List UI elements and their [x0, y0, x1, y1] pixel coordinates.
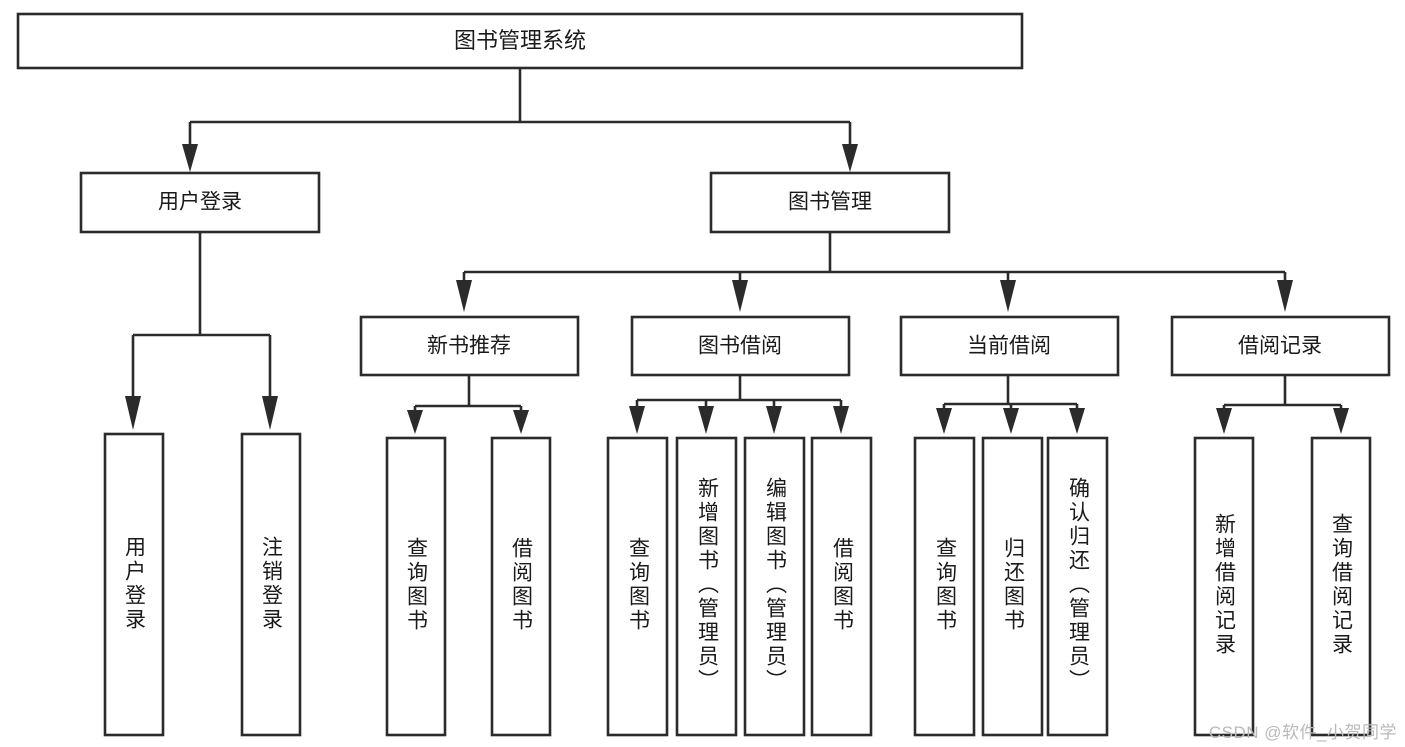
leaf-new-book-rec-0[interactable]: 查询图书: [385, 436, 447, 737]
leaf-new-book-rec-1[interactable]: 借阅图书: [490, 436, 552, 737]
leaf-current-borrow-2[interactable]: 确认归还（管理员）: [1046, 436, 1109, 737]
arrowhead-icon: [262, 396, 278, 430]
arrowhead-icon: [698, 406, 714, 434]
leaf-label: 确认归还（管理员）: [1067, 477, 1091, 693]
arrowhead-icon: [1000, 280, 1016, 312]
leaf-label: 用户登录: [123, 536, 147, 632]
connector-bookmanage-to-level2: [456, 232, 1293, 312]
node-root[interactable]: 图书管理系统: [16, 12, 1024, 70]
leaf-book-borrow-1[interactable]: 新增图书（管理员）: [675, 436, 738, 737]
connector-userlogin-to-leaves: [125, 232, 278, 430]
arrowhead-icon: [1333, 408, 1349, 434]
arrowhead-icon: [125, 396, 141, 430]
leaf-book-borrow-3[interactable]: 借阅图书: [810, 436, 873, 737]
arrowhead-icon: [842, 144, 858, 172]
connector-currentborrow-to-leaves: [936, 375, 1085, 434]
arrowhead-icon: [833, 406, 849, 434]
connector-borrowrecord-to-leaves: [1216, 375, 1349, 434]
leaf-book-borrow-2[interactable]: 编辑图书（管理员）: [743, 436, 806, 737]
leaf-label: 新增借阅记录: [1213, 513, 1237, 657]
connector-root-to-level1: [182, 68, 858, 172]
node-user-login-label: 用户登录: [158, 191, 242, 214]
node-new-book-rec-label: 新书推荐: [427, 335, 511, 358]
arrowhead-icon: [182, 144, 198, 172]
node-root-label: 图书管理系统: [454, 28, 586, 53]
node-current-borrow-label: 当前借阅: [967, 335, 1051, 358]
arrowhead-icon: [1069, 408, 1085, 434]
arrowhead-icon: [1277, 280, 1293, 312]
node-borrow-record[interactable]: 借阅记录: [1170, 315, 1391, 377]
connector-bookborrow-to-leaves: [629, 375, 849, 434]
leaf-label: 查询借阅记录: [1330, 513, 1354, 657]
leaf-label: 借阅图书: [831, 537, 855, 633]
leaf-current-borrow-0[interactable]: 查询图书: [913, 436, 976, 737]
arrowhead-icon: [1003, 408, 1019, 434]
arrowhead-icon: [1216, 408, 1232, 434]
leaf-user-login-1[interactable]: 注销登录: [240, 432, 302, 737]
arrowhead-icon: [766, 406, 782, 434]
arrowhead-icon: [456, 280, 472, 312]
leaf-current-borrow-1[interactable]: 归还图书: [981, 436, 1044, 737]
arrowhead-icon: [732, 280, 748, 312]
node-new-book-rec[interactable]: 新书推荐: [359, 315, 580, 377]
arrowhead-icon: [407, 410, 423, 434]
leaf-label: 查询图书: [934, 537, 958, 633]
leaf-label: 新增图书（管理员）: [696, 477, 720, 693]
arrowhead-icon: [513, 410, 529, 434]
leaf-user-login-0[interactable]: 用户登录: [103, 432, 165, 737]
node-book-manage[interactable]: 图书管理: [709, 171, 951, 234]
arrowhead-icon: [936, 408, 952, 434]
leaf-label: 注销登录: [260, 536, 284, 632]
leaf-label: 归还图书: [1002, 537, 1026, 633]
leaf-borrow-record-0[interactable]: 新增借阅记录: [1193, 436, 1255, 737]
node-book-borrow[interactable]: 图书借阅: [630, 315, 851, 377]
leaf-borrow-record-1[interactable]: 查询借阅记录: [1310, 436, 1372, 737]
node-current-borrow[interactable]: 当前借阅: [899, 315, 1120, 377]
connector-newbook-to-leaves: [407, 375, 529, 434]
node-user-login[interactable]: 用户登录: [79, 171, 321, 234]
leaf-label: 借阅图书: [510, 537, 534, 633]
leaf-label: 编辑图书（管理员）: [764, 477, 788, 693]
watermark-label: CSDN @软件_小贺同学: [1208, 723, 1397, 742]
leaf-book-borrow-0[interactable]: 查询图书: [606, 436, 669, 737]
leaf-label: 查询图书: [627, 537, 651, 633]
leaf-label: 查询图书: [405, 537, 429, 633]
node-book-borrow-label: 图书借阅: [698, 335, 782, 358]
node-borrow-record-label: 借阅记录: [1238, 335, 1322, 358]
arrowhead-icon: [629, 406, 645, 434]
node-book-manage-label: 图书管理: [788, 191, 872, 214]
